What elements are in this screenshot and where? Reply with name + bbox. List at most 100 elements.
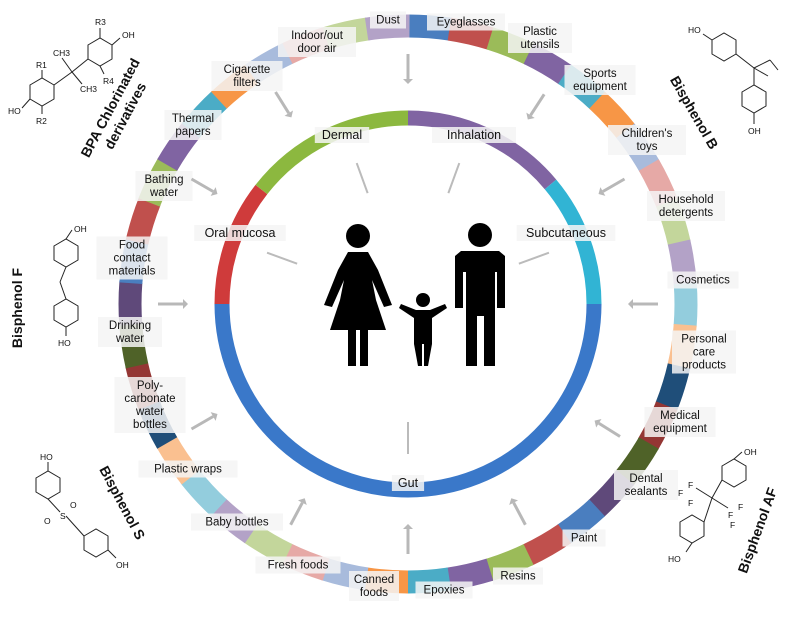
route-label-background (194, 225, 286, 241)
route-arrow (518, 251, 550, 265)
source-label-background (211, 61, 283, 91)
child-figure (399, 293, 447, 366)
route-arrow (355, 162, 369, 194)
source-label: Fresh foods (255, 556, 341, 574)
route-label-background (391, 475, 425, 491)
exposure-arrowhead (403, 524, 413, 529)
bisphenol-s-structure (35, 462, 117, 559)
source-label-background (667, 271, 739, 289)
source-label: Resins (493, 567, 543, 585)
bisphenol-af-structure (679, 451, 747, 553)
outer-ring-segment (673, 282, 698, 328)
route-arrow (447, 162, 461, 194)
exposure-arrow (512, 501, 527, 526)
af-fluorine-5: F (738, 502, 743, 512)
r3-atom: R3 (95, 17, 106, 27)
exposure-arrowhead (210, 187, 218, 196)
ch3-atom-top: CH3 (53, 48, 70, 58)
family-icon (322, 223, 515, 370)
exposure-arrowhead (297, 498, 307, 506)
oh-atom: OH (122, 30, 135, 40)
f-ho-atom-bottom: HO (58, 338, 71, 348)
outer-ring-segment (180, 468, 227, 517)
source-label-background (644, 407, 716, 437)
bisphenol-f-structure (53, 229, 79, 336)
route-label-gut: Gut (398, 476, 419, 490)
route-ring-segment (214, 184, 268, 305)
s-oxygen-atom-1: O (44, 516, 51, 526)
source-label-background (614, 470, 678, 500)
af-ho-atom: HO (668, 554, 681, 564)
s-oh-atom: OH (116, 560, 129, 570)
source-label-text: Resins (500, 571, 535, 583)
source-label-background (164, 110, 222, 140)
source-label-background (135, 171, 193, 201)
outer-ring-segment (447, 17, 495, 50)
route-label-oral-mucosa: Oral mucosa (205, 226, 276, 240)
exposure-arrow (289, 501, 304, 526)
r4-atom: R4 (103, 76, 114, 86)
source-label-background (562, 529, 606, 547)
source-label-text: Paint (571, 533, 598, 545)
af-fluorine-6: F (730, 520, 735, 530)
source-label-background (564, 65, 636, 95)
ho-atom: HO (8, 106, 21, 116)
b-ho-atom: HO (688, 25, 701, 35)
outer-ring-segment (125, 196, 161, 245)
source-label-text: Dust (376, 15, 400, 27)
exposure-arrow (602, 177, 626, 193)
ch3-atom-bottom: CH3 (80, 84, 97, 94)
outer-ring-segment (522, 524, 572, 566)
af-fluorine-1: F (688, 480, 693, 490)
source-label: Paint (562, 529, 606, 547)
source-label: Plastic wraps (138, 460, 238, 478)
af-oh-atom: OH (744, 447, 757, 457)
woman-figure (324, 224, 392, 366)
exposure-arrowhead (628, 299, 633, 309)
af-fluorine-4: F (728, 510, 733, 520)
source-label-text: Baby bottles (205, 517, 269, 529)
r1-atom: R1 (36, 60, 47, 70)
exposure-arrow (529, 93, 546, 117)
source-label-background (349, 571, 399, 601)
source-label: Cosmetics (667, 271, 739, 289)
route-label-background (432, 127, 516, 143)
exposure-arrow (598, 421, 621, 438)
exposure-arrowhead (509, 498, 519, 506)
s-oxygen-atom-2: O (70, 500, 77, 510)
source-label: Eyeglasses (427, 13, 505, 31)
source-label-background (278, 27, 356, 57)
source-label: Dust (370, 11, 406, 29)
source-label-background (672, 330, 736, 374)
bisphenol-af-label: Bisphenol AF (734, 485, 780, 575)
af-fluorine-2: F (678, 488, 683, 498)
source-label-text: Cosmetics (676, 275, 730, 287)
source-label-text: Epoxies (424, 585, 465, 597)
exposure-arrow (190, 177, 214, 193)
exposure-arrow (190, 415, 214, 431)
source-label-background (138, 460, 238, 478)
source-label-background (608, 125, 686, 155)
outer-ring-segment (523, 43, 573, 85)
